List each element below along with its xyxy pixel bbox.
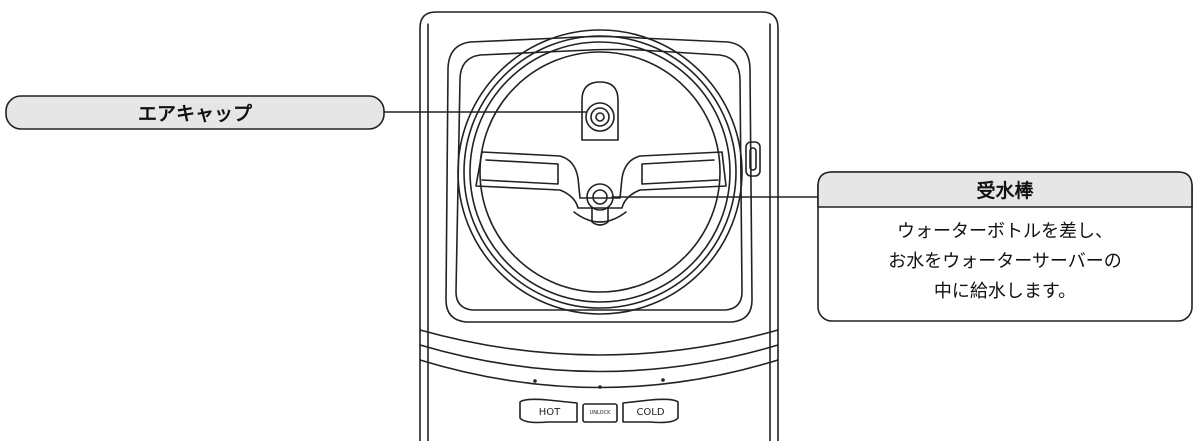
description-line: 中に給水します。 bbox=[933, 281, 1077, 302]
receiver-rod-label: 受水棒 bbox=[976, 180, 1034, 202]
hot-button[interactable]: HOT bbox=[538, 407, 561, 418]
holder-arms bbox=[475, 151, 727, 209]
receiver-rod bbox=[586, 183, 614, 211]
cold-button-shape bbox=[622, 398, 679, 424]
air-cap bbox=[585, 102, 615, 132]
indicator-dot-center bbox=[598, 385, 602, 389]
bottle-ring-outer bbox=[457, 29, 743, 315]
description-line: ウォーターボトルを差し、 bbox=[897, 221, 1113, 242]
unlock-button-shape bbox=[582, 403, 618, 423]
receiver-rod-base bbox=[573, 211, 627, 223]
tray-inner bbox=[455, 48, 743, 311]
receiver-rod-callout-header bbox=[817, 171, 1193, 208]
hot-button-shape bbox=[519, 398, 578, 424]
server-body-outline bbox=[419, 11, 779, 441]
bottle-ring-2 bbox=[463, 35, 737, 309]
description-line: お水をウォーターサーバーの bbox=[888, 251, 1122, 272]
base-curve-1 bbox=[419, 329, 779, 356]
air-cap-callout-box bbox=[5, 95, 385, 130]
bottle-ring-inner bbox=[479, 51, 721, 293]
base-curve-3 bbox=[419, 359, 779, 389]
indicator-dot-right bbox=[661, 378, 665, 382]
air-cap-housing bbox=[581, 81, 619, 141]
bottle-ring-3 bbox=[469, 41, 731, 303]
cold-button[interactable]: COLD bbox=[636, 407, 665, 418]
base-curve-2 bbox=[419, 344, 779, 373]
air-cap-label: エアキャップ bbox=[137, 103, 252, 125]
indicator-dot-left bbox=[533, 379, 537, 383]
receiver-rod-description: ウォーターボトルを差し、 お水をウォーターサーバーの 中に給水します。 bbox=[818, 217, 1192, 313]
side-latch bbox=[745, 141, 761, 177]
tray-outline bbox=[445, 35, 753, 323]
unlock-button[interactable]: UNLOCK bbox=[589, 410, 611, 416]
